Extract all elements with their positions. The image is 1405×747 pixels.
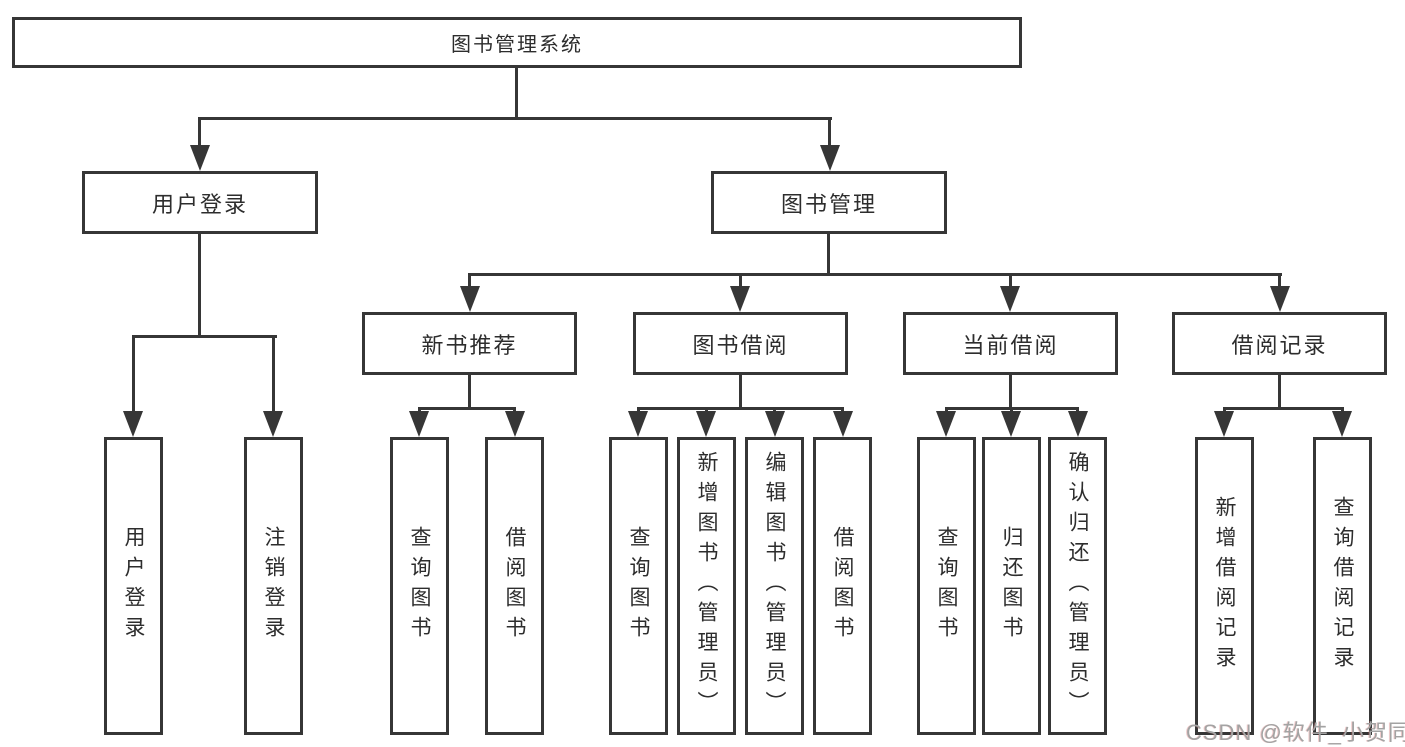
connector-line (739, 273, 742, 291)
connector-line (468, 273, 1282, 276)
csdn-watermark: CSDN @软件_小贺同学 (1186, 720, 1405, 745)
connector-line (827, 234, 830, 276)
connector-line (418, 407, 516, 410)
connector-line (515, 68, 518, 120)
leaf-borrow-books: 借阅图书 (485, 437, 544, 735)
node-book-borrowing: 图书借阅 (633, 312, 848, 375)
arrow-down-icon (1001, 411, 1021, 437)
node-new-book-recommendation: 新书推荐 (362, 312, 577, 375)
node-library-system: 图书管理系统 (12, 17, 1022, 68)
arrow-down-icon (460, 286, 480, 312)
connector-line (198, 117, 201, 149)
connector-line (1009, 273, 1012, 291)
connector-line (132, 335, 277, 338)
connector-line (132, 335, 135, 413)
leaf-query-books: 查询图书 (917, 437, 976, 735)
node-label: 借阅记录 (1231, 332, 1328, 358)
node-book-management: 图书管理 (711, 171, 947, 234)
arrow-down-icon (1332, 411, 1352, 437)
connector-line (1278, 273, 1281, 291)
leaf-query-books: 查询图书 (390, 437, 449, 735)
node-label: 图书管理系统 (451, 34, 583, 56)
node-label: 用户登录 (151, 191, 248, 217)
arrow-down-icon (409, 411, 429, 437)
leaf-query-books: 查询图书 (609, 437, 668, 735)
node-borrowing-records: 借阅记录 (1172, 312, 1387, 375)
arrow-down-icon (1068, 411, 1088, 437)
leaf-logout: 注销登录 (244, 437, 303, 735)
connector-line (468, 273, 471, 291)
arrow-down-icon (263, 411, 283, 437)
node-label: 图书管理 (780, 191, 877, 217)
leaf-edit-books-admin: 编辑图书（管理员） (745, 437, 804, 735)
connector-line (198, 117, 832, 120)
node-label: 新书推荐 (421, 332, 518, 358)
leaf-user-login: 用户登录 (104, 437, 163, 735)
arrow-down-icon (1214, 411, 1234, 437)
arrow-down-icon (820, 145, 840, 171)
node-current-borrowing: 当前借阅 (903, 312, 1118, 375)
arrow-down-icon (1270, 286, 1290, 312)
leaf-borrow-books: 借阅图书 (813, 437, 872, 735)
arrow-down-icon (833, 411, 853, 437)
arrow-down-icon (190, 145, 210, 171)
leaf-add-borrow-record: 新增借阅记录 (1195, 437, 1254, 735)
arrow-down-icon (628, 411, 648, 437)
leaf-return-books: 归还图书 (982, 437, 1041, 735)
node-label: 当前借阅 (962, 332, 1059, 358)
arrow-down-icon (730, 286, 750, 312)
leaf-add-books-admin: 新增图书（管理员） (677, 437, 736, 735)
arrow-down-icon (1000, 286, 1020, 312)
connector-line (272, 335, 275, 413)
connector-line (828, 117, 831, 149)
node-label: 图书借阅 (692, 332, 789, 358)
leaf-query-borrow-record: 查询借阅记录 (1313, 437, 1372, 735)
arrow-down-icon (505, 411, 525, 437)
arrow-down-icon (696, 411, 716, 437)
connector-line (198, 234, 201, 338)
connector-line (1223, 407, 1344, 410)
leaf-confirm-return-admin: 确认归还（管理员） (1048, 437, 1107, 735)
connector-line (1278, 375, 1281, 410)
arrow-down-icon (936, 411, 956, 437)
connector-line (739, 375, 742, 410)
node-user-login: 用户登录 (82, 171, 318, 234)
arrow-down-icon (765, 411, 785, 437)
connector-line (468, 375, 471, 410)
connector-line (1009, 375, 1012, 410)
connector-line (637, 407, 844, 410)
arrow-down-icon (123, 411, 143, 437)
